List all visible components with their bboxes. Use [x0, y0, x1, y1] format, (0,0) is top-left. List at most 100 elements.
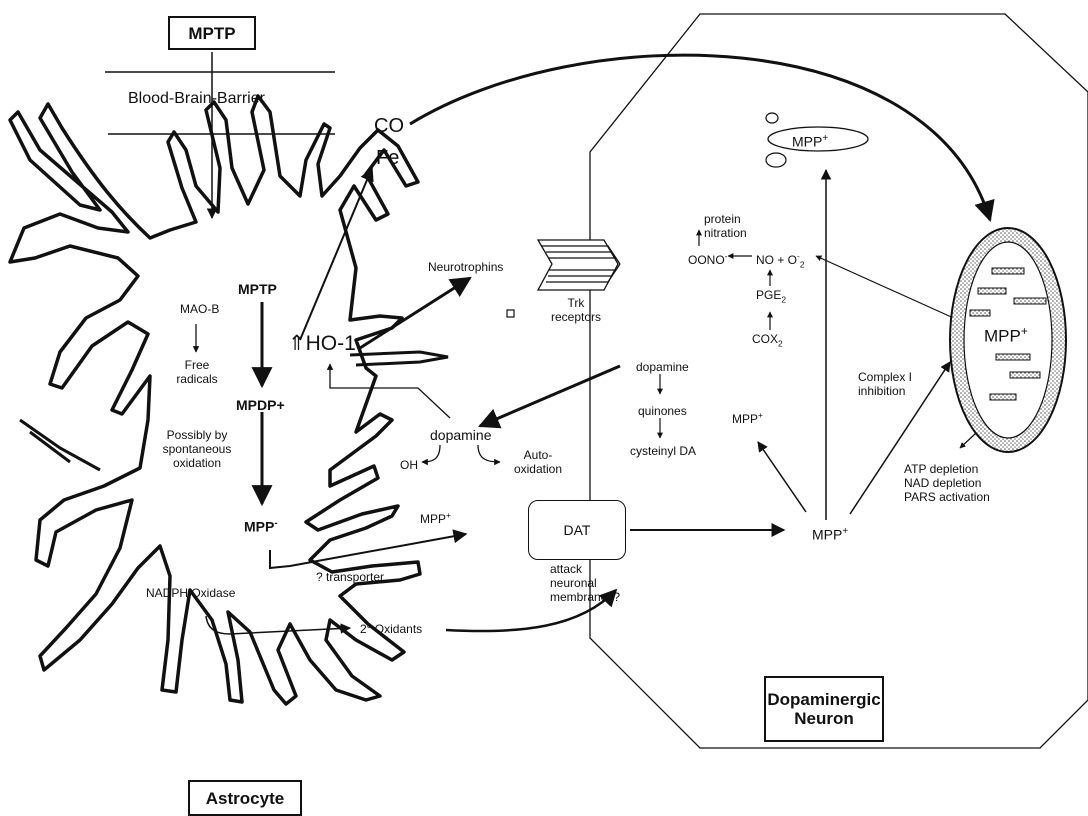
vesicle-small-top — [765, 112, 779, 124]
mpp-vesicle-text: MPP — [792, 133, 823, 150]
attack-label: attack neuronal membranes? — [550, 562, 650, 604]
mpp-vesicle-sup: + — [822, 133, 829, 144]
auto-line2: oxidation — [513, 462, 563, 476]
maob-label: MAO-B — [180, 302, 220, 316]
dopamine-int-label: dopamine — [636, 360, 689, 374]
mpp-mid-label: MPP+ — [732, 408, 763, 426]
arrow-dopamine-auto — [477, 444, 501, 466]
mpp-vesicle-label: MPP+ — [792, 131, 828, 150]
free-radicals-label: Free radicals — [172, 358, 222, 386]
mpp-mito-label: MPP+ — [984, 322, 1028, 346]
no-o2-sub: 2 — [799, 259, 805, 270]
small-square-icon — [506, 309, 515, 318]
auto-line1: Auto- — [523, 448, 553, 462]
neurotrophins-label: Neurotrophins — [428, 260, 504, 274]
neuron-label-box: Dopaminergic Neuron — [764, 676, 884, 742]
arrow-dopamine-ho1 — [326, 363, 451, 419]
ho1-label: ⇑HO-1 — [288, 332, 356, 355]
cox2-label: COX2 — [752, 332, 783, 350]
astrocyte-label-box: Astrocyte — [188, 780, 302, 816]
attack-line1: attack — [550, 562, 583, 576]
no-o2-text: NO + O — [756, 253, 798, 267]
oh-label: OH — [400, 458, 418, 472]
trk-line2: receptors — [550, 310, 602, 324]
nad-line: NAD depletion — [904, 476, 982, 490]
arrow-mpp-mito — [849, 361, 951, 515]
quinones-label: quinones — [638, 404, 687, 418]
co-label: CO — [374, 115, 404, 137]
transporter-label: ? transporter — [316, 570, 385, 584]
pars-line: PARS activation — [904, 490, 990, 504]
fe-label: Fe — [376, 147, 400, 169]
astrocyte-process-right — [349, 350, 449, 367]
mpp-center-text: MPP — [812, 526, 843, 543]
mpp-ext-sup: + — [446, 510, 451, 520]
mpp-astro-text: MPP — [244, 518, 275, 535]
arrow-nadph-oxidants — [205, 615, 352, 635]
mpp-astro-sup: - — [274, 518, 278, 529]
complex-line1: Complex I — [858, 370, 913, 384]
nadph-label: NADPH Oxidase — [146, 586, 236, 600]
pge2-text: PGE — [756, 288, 782, 302]
oono-text: OONO — [688, 253, 725, 267]
protein-nitration-label: protein nitration — [704, 212, 747, 240]
dat-box: DAT — [528, 500, 626, 560]
pge2-sub: 2 — [781, 294, 787, 305]
complex-line2: inhibition — [858, 384, 906, 398]
attack-line3: membranes? — [550, 590, 621, 604]
arrow-neurotrophins — [359, 276, 472, 350]
atp-label: ATP depletion NAD depletion PARS activat… — [904, 462, 990, 504]
neuron-outline — [589, 13, 1088, 749]
mptp-box: MPTP — [168, 16, 256, 50]
arrow-mito-no — [815, 255, 959, 321]
possibly-line2: spontaneous — [162, 442, 232, 456]
mitochondrion-icon — [949, 227, 1067, 453]
free-radicals-line2: radicals — [176, 372, 218, 386]
no-o2-sup: - — [797, 251, 800, 261]
arrow-mpp-dat — [269, 529, 468, 570]
neuron-label-line1: Dopaminergic — [767, 690, 881, 709]
mpp-mito-text: MPP — [984, 326, 1021, 346]
astrocyte-outline — [8, 94, 422, 706]
possibly-line3: oxidation — [172, 456, 222, 470]
bbb-label: Blood-Brain-Barrier — [128, 90, 265, 107]
arrow-mpp-mid — [757, 441, 807, 513]
mpdp-label: MPDP+ — [236, 397, 285, 413]
possibly-label: Possibly by spontaneous oxidation — [150, 428, 244, 470]
cox2-text: COX — [752, 332, 779, 346]
protein-line2: nitration — [704, 226, 747, 240]
free-radicals-line1: Free — [184, 358, 210, 372]
arrow-co-mito — [409, 53, 995, 223]
mpp-center-label: MPP+ — [812, 524, 848, 543]
cysteinyl-label: cysteinyl DA — [630, 444, 697, 458]
trk-receptor-icon — [536, 239, 621, 291]
arrow-ho1-cofe — [299, 166, 374, 341]
oono-sup: - — [724, 251, 728, 261]
cox2-sub: 2 — [778, 338, 783, 349]
arrow-dopamine-oh — [421, 444, 441, 466]
mptp-inner-label: MPTP — [238, 281, 277, 297]
mpp-mid-text: MPP — [732, 412, 759, 426]
autooxidation-label: Auto- oxidation — [500, 448, 576, 476]
mpp-mid-sup: + — [758, 410, 763, 420]
no-o2-label: NO + O-2 — [756, 249, 804, 271]
mpp-ext-label: MPP+ — [420, 508, 451, 526]
dopamine-ext-label: dopamine — [430, 427, 492, 443]
vesicle-outline — [767, 126, 869, 152]
astrocyte-process-left — [19, 418, 101, 472]
atp-line: ATP depletion — [904, 462, 979, 476]
trk-line1: Trk — [567, 296, 585, 310]
possibly-line1: Possibly by — [166, 428, 228, 442]
pge2-label: PGE2 — [756, 288, 786, 306]
trk-label: Trk receptors — [546, 296, 606, 324]
mpp-center-sup: + — [842, 526, 849, 537]
protein-line1: protein — [704, 212, 741, 226]
neuron-label-line2: Neuron — [794, 709, 854, 728]
vesicle-small-bottom — [765, 152, 787, 168]
secondary-oxidants-label: 2° Oxidants — [360, 622, 423, 636]
mpp-ext-text: MPP — [420, 512, 447, 526]
arrow-oxidants-membranes — [445, 588, 618, 633]
attack-line2: neuronal — [550, 576, 597, 590]
